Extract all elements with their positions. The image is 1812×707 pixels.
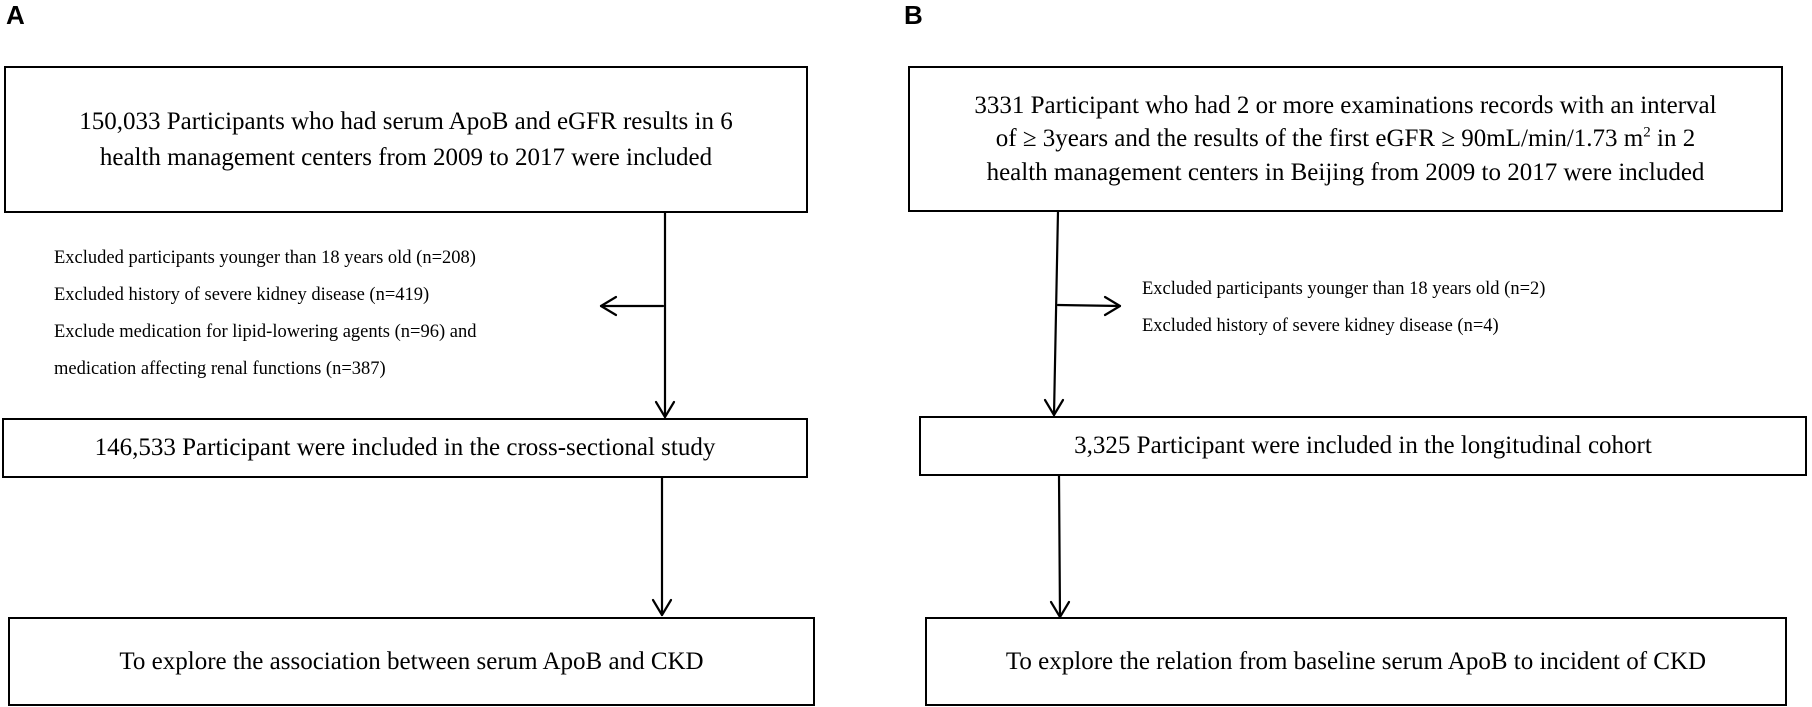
panel-a-outcome-text: To explore the association between serum…	[119, 647, 704, 675]
arrowhead-b-box2	[1043, 398, 1065, 417]
arrow-b-box2-to-box3	[1057, 474, 1062, 619]
panel-a-initial-box: 150,033 Participants who had serum ApoB …	[4, 66, 808, 213]
arrow-b-exclusion	[1056, 303, 1122, 308]
panel-b-exclusion-1: Excluded participants younger than 18 ye…	[1142, 279, 1546, 299]
panel-b-initial-line-1: 3331 Participant who had 2 or more exami…	[974, 91, 1717, 119]
arrowhead-b-exclusion	[1103, 295, 1122, 317]
panel-a-exclusion-list: Excluded participants younger than 18 ye…	[54, 240, 476, 388]
arrowhead-a-box3	[651, 598, 673, 617]
arrow-b-box1-to-box2	[1052, 209, 1060, 417]
panel-a-outcome-box: To explore the association between serum…	[8, 617, 815, 706]
panel-a-included-box: 146,533 Participant were included in the…	[2, 418, 808, 478]
panel-a-initial-text: 150,033 Participants who had serum ApoB …	[79, 108, 733, 171]
panel-b-exclusion-list: Excluded participants younger than 18 ye…	[1142, 271, 1545, 345]
arrowhead-a-exclusion	[599, 295, 618, 317]
panel-b-initial-box: 3331 Participant who had 2 or more exami…	[908, 66, 1783, 212]
panel-b-exclusion-2: Excluded history of severe kidney diseas…	[1142, 316, 1499, 336]
panel-a-label: A	[6, 0, 25, 30]
panel-a-exclusion-4: medication affecting renal functions (n=…	[54, 359, 386, 379]
arrowhead-a-box2	[654, 400, 676, 419]
panel-b-initial-line-3: health management centers in Beijing fro…	[986, 158, 1705, 186]
panel-a-exclusion-3: Exclude medication for lipid-lowering ag…	[54, 322, 477, 342]
panel-b-initial-line-2: of ≥ 3years and the results of the first…	[995, 124, 1696, 153]
panel-b-outcome-text: To explore the relation from baseline se…	[1005, 647, 1707, 675]
panel-b-included-box: 3,325 Participant were included in the l…	[919, 416, 1807, 476]
panel-b-outcome-box: To explore the relation from baseline se…	[925, 617, 1787, 706]
panel-b-included-text: 3,325 Participant were included in the l…	[1074, 432, 1652, 460]
panel-a-exclusion-1: Excluded participants younger than 18 ye…	[54, 248, 476, 268]
panel-a-exclusion-2: Excluded history of severe kidney diseas…	[54, 285, 430, 305]
panel-b-label: B	[904, 0, 923, 30]
panel-a-included-text: 146,533 Participant were included in the…	[94, 434, 716, 462]
